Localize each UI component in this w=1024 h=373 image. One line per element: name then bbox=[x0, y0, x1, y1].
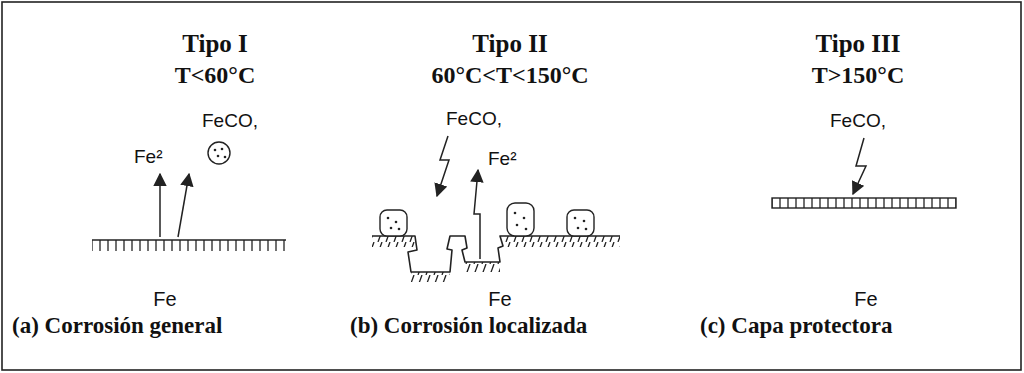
ion-label: Fe² bbox=[488, 148, 517, 170]
temperature-range: T<60°C bbox=[175, 62, 256, 90]
panel-a-drawing bbox=[92, 142, 286, 251]
ion-arrow bbox=[159, 174, 161, 237]
pit-hatching bbox=[411, 272, 450, 282]
ion-arrow bbox=[178, 174, 189, 237]
species-label: FeCO, bbox=[202, 110, 258, 132]
panel-b-drawing bbox=[372, 136, 620, 282]
species-label: FeCO, bbox=[830, 110, 886, 132]
temperature-range: 60°C<T<150°C bbox=[431, 62, 588, 90]
particle-dot bbox=[214, 149, 217, 152]
carbonate-particle bbox=[567, 210, 594, 236]
particle-dots bbox=[387, 212, 588, 231]
pit-hatching bbox=[465, 262, 500, 272]
particle-dot bbox=[224, 156, 227, 159]
metal-label: Fe bbox=[153, 288, 176, 311]
surface-hatching bbox=[92, 240, 286, 251]
ion-label: Fe² bbox=[134, 146, 163, 168]
temperature-range: T>150°C bbox=[812, 62, 905, 90]
carbonate-particle bbox=[208, 142, 230, 164]
species-label: FeCO, bbox=[446, 108, 502, 130]
carbonate-particle bbox=[507, 203, 534, 236]
surface-hatching bbox=[372, 236, 415, 247]
attack-arrow bbox=[437, 136, 449, 196]
surface-hatching bbox=[504, 236, 620, 247]
panel-c-drawing bbox=[772, 138, 956, 208]
panel-caption: (c) Capa protectora bbox=[700, 313, 892, 339]
panel-caption: (a) Corrosión general bbox=[12, 313, 222, 339]
metal-label: Fe bbox=[854, 288, 877, 311]
protective-layer bbox=[772, 198, 956, 208]
particle-dot bbox=[221, 148, 224, 151]
panel-title: Tipo I bbox=[182, 30, 248, 59]
attack-arrow bbox=[853, 138, 866, 194]
metal-label: Fe bbox=[488, 288, 511, 311]
panel-title: Tipo II bbox=[472, 30, 547, 59]
panel-title: Tipo III bbox=[815, 30, 900, 59]
pitted-surface bbox=[372, 236, 620, 272]
panel-caption: (b) Corrosión localizada bbox=[350, 313, 587, 339]
carbonate-particle bbox=[380, 210, 407, 236]
particle-dot bbox=[217, 155, 220, 158]
ion-arrow bbox=[474, 170, 480, 259]
